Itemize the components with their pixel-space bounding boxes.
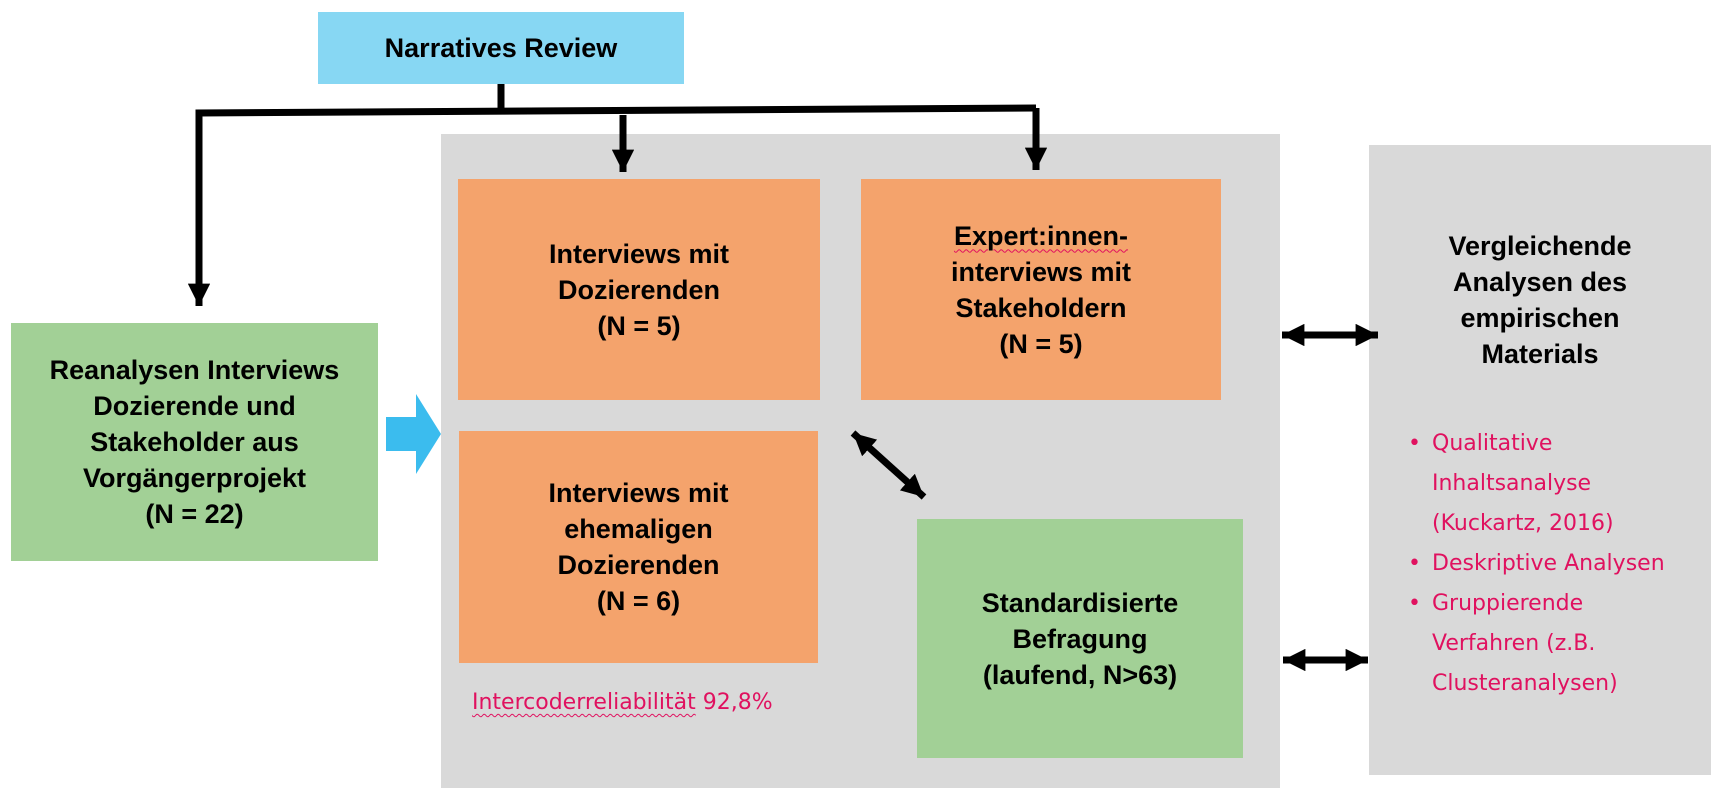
reanalysen-box: Reanalysen Interviews Dozierende und Sta… [11,323,378,561]
method-item-continued: Inhaltsanalyse [1432,471,1592,496]
expert-interviews-box: Expert:innen- interviews mit Stakeholder… [861,179,1221,400]
double-arrow-interviews-to-survey [850,430,927,500]
narratives-review-box: Narratives Review [318,12,684,84]
method-item-continued: Clusteranalysen) [1432,671,1618,696]
block-arrow-reanalysen-to-interviews [386,394,441,474]
befragung-sample-size: (laufend, N>63) [982,659,1178,690]
dozierende-line-2: Dozierenden [557,274,721,305]
vergleich-line-1: Vergleichende [1448,231,1632,261]
reliability-value: 92,8% [702,690,773,715]
expert-line-1: Expert:innen- [953,220,1128,251]
befragung-line-1: Standardisierte [981,587,1179,618]
method-item: Deskriptive Analysen [1408,544,1708,584]
method-item: Qualitative [1408,424,1708,464]
ehemalige-interviews-box: Interviews mit ehemaligen Dozierenden (N… [459,431,818,663]
standardized-survey-box: Standardisierte Befragung (laufend, N>63… [917,519,1243,758]
narratives-review-title: Narratives Review [384,33,618,63]
method-item-continued: Verfahren (z.B. [1432,631,1596,656]
expert-line-3: Stakeholdern [955,292,1127,323]
method-item: Gruppierende [1408,584,1708,624]
vergleich-line-2: Analysen des [1452,267,1628,297]
reanalysen-line-1: Reanalysen Interviews [49,355,340,385]
expert-line-2: interviews mit [950,256,1132,287]
reanalysen-line-2: Dozierende und [93,391,296,421]
vergleich-line-4: Materials [1481,339,1599,369]
reanalysen-sample-size: (N = 22) [145,499,244,529]
ehemalige-line-3: Dozierenden [557,550,720,580]
comparative-analysis-heading: Vergleichende Analysen des empirischen M… [1369,225,1711,375]
dozierende-line-1: Interviews mit [548,238,730,269]
reanalysen-line-4: Vorgängerprojekt [82,463,307,493]
reanalysen-line-3: Stakeholder aus [90,427,299,457]
analysis-methods-list: Qualitative Inhaltsanalyse (Kuckartz, 20… [1408,424,1708,704]
ehemalige-line-2: ehemaligen [564,514,713,544]
expert-sample-size: (N = 5) [999,328,1083,359]
review-trunk-line [195,104,1037,305]
dozierende-sample-size: (N = 5) [597,310,681,341]
ehemalige-sample-size: (N = 6) [596,586,681,616]
vergleich-line-3: empirischen [1460,303,1620,333]
befragung-line-2: Befragung [1012,623,1148,654]
method-item-continued: (Kuckartz, 2016) [1432,511,1614,536]
intercoder-reliability-note: Intercoderreliabilität 92,8% [472,688,773,718]
dozierende-interviews-box: Interviews mit Dozierenden (N = 5) [458,179,820,400]
ehemalige-line-1: Interviews mit [548,478,729,508]
reliability-label: Intercoderreliabilität [472,690,696,715]
